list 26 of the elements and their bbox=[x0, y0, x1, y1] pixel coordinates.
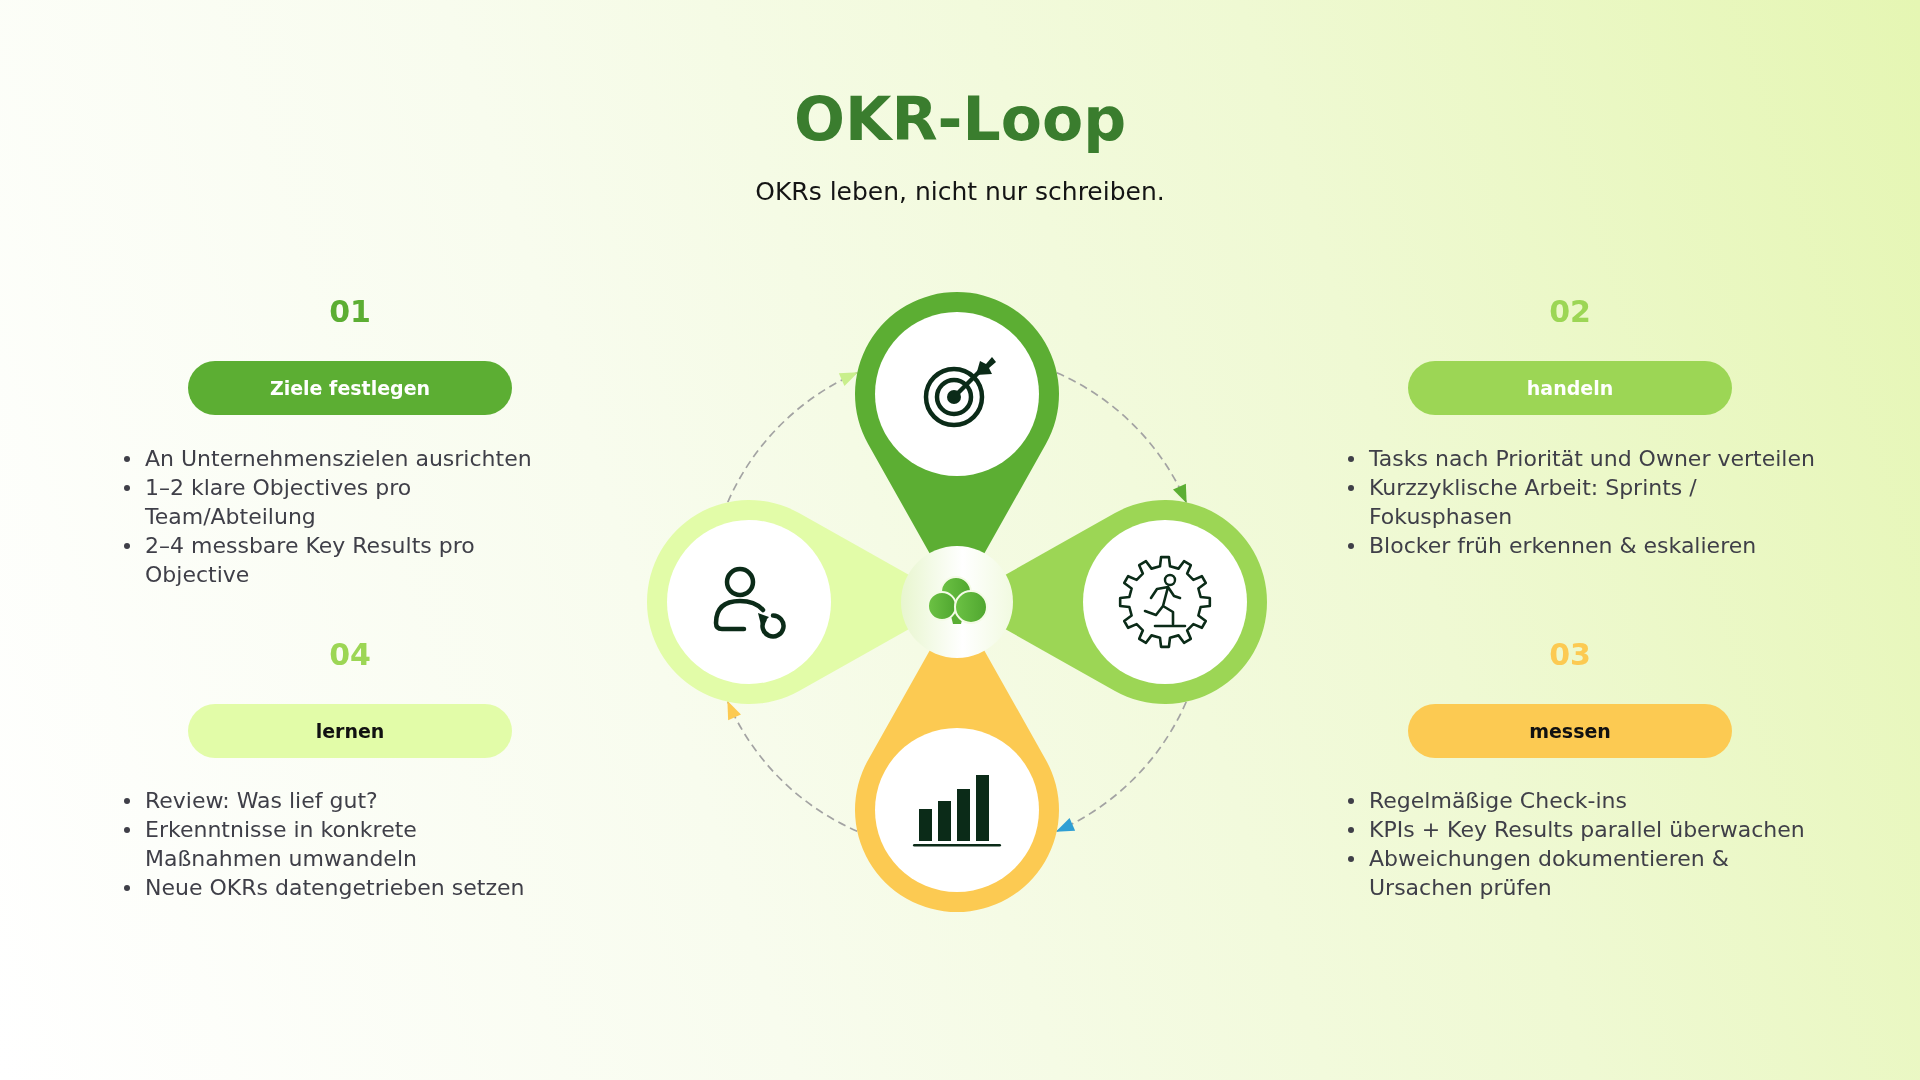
bullet-text: Regelmäßige Check-ins bbox=[1369, 787, 1627, 815]
bullet-text: Blocker früh erkennen & eskalieren bbox=[1369, 532, 1757, 560]
title: OKR-Loop bbox=[793, 84, 1127, 154]
step-number: 01 bbox=[329, 294, 371, 330]
bullet-text: 2–4 messbare Key Results pro Objective bbox=[145, 532, 476, 589]
bullet-text: 1–2 klare Objectives pro Team/Abteilung bbox=[145, 474, 413, 531]
step-pill: lernen bbox=[188, 704, 512, 758]
curved-arrow bbox=[726, 371, 859, 504]
bullet-text: Abweichungen dokumentieren & Ursachen prüfen bbox=[1369, 845, 1730, 902]
bullet-text: An Unternehmenszielen ausrichten bbox=[145, 445, 532, 473]
step-number: 02 bbox=[1549, 294, 1591, 330]
subtitle: OKRs leben, nicht nur schreiben. bbox=[755, 177, 1165, 207]
curved-arrow bbox=[1055, 371, 1188, 504]
bullet-text: Neue OKRs datengetrieben setzen bbox=[145, 874, 525, 902]
bullet-text: Review: Was lief gut? bbox=[145, 787, 378, 815]
step-pill: Ziele festlegen bbox=[188, 361, 512, 415]
bullet-text: KPIs + Key Results parallel überwachen bbox=[1369, 816, 1805, 844]
curved-arrow bbox=[726, 700, 859, 833]
curved-arrow bbox=[1055, 700, 1188, 833]
step-number: 04 bbox=[329, 637, 371, 673]
bullet-text: Tasks nach Priorität und Owner verteilen bbox=[1369, 445, 1815, 473]
bullet-text: Kurzzyklische Arbeit: Sprints / Fokusphasen bbox=[1369, 474, 1698, 531]
step-pill: handeln bbox=[1408, 361, 1732, 415]
step-number: 03 bbox=[1549, 637, 1591, 673]
step-pill: messen bbox=[1408, 704, 1732, 758]
bullet-text: Erkenntnisse in konkrete Maßnahmen umwandeln bbox=[145, 816, 418, 873]
